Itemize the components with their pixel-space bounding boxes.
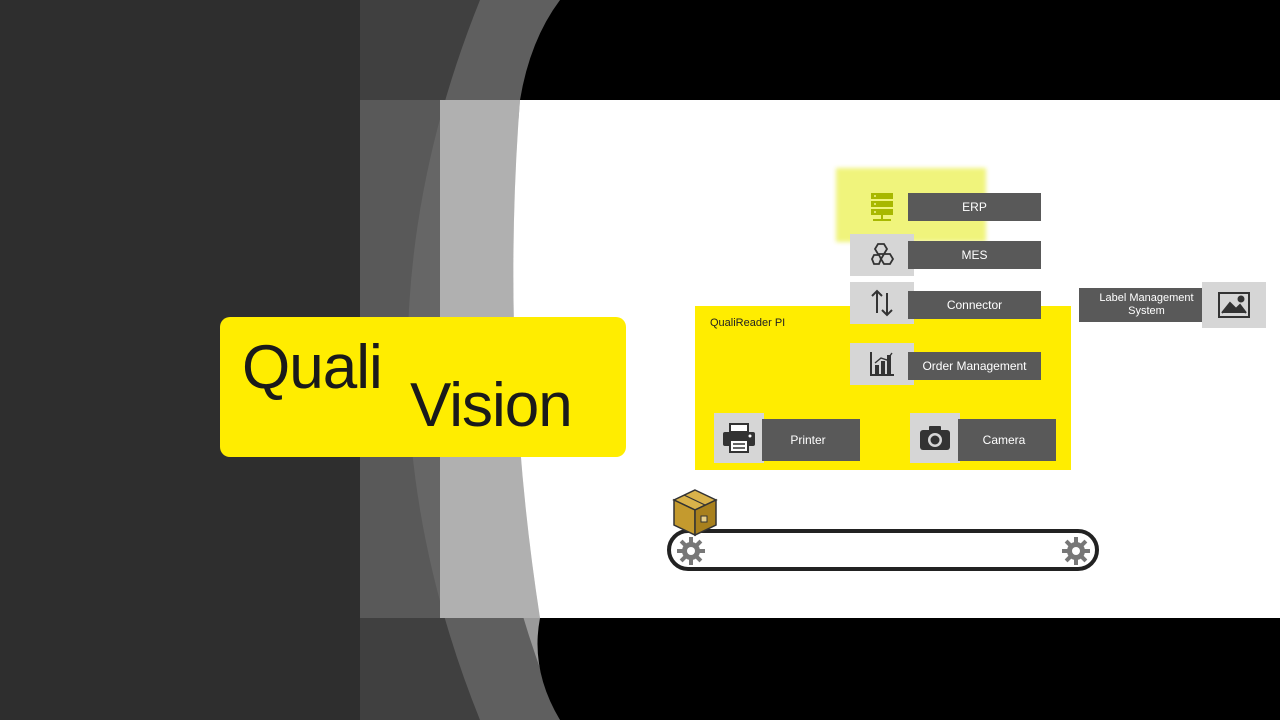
printer-icon <box>714 413 764 463</box>
logo-word-quali: Quali <box>242 333 383 402</box>
printer-box <box>762 419 860 461</box>
package-box-icon <box>672 489 718 537</box>
server-icon <box>850 186 914 228</box>
order-management-box <box>908 352 1041 380</box>
label-management-box <box>1079 288 1214 322</box>
bar-chart-icon <box>850 343 914 385</box>
hexagon-network-icon <box>850 234 914 276</box>
camera-icon <box>910 413 960 463</box>
gear-icon <box>1062 537 1090 565</box>
conveyor-belt <box>667 529 1099 571</box>
qualivision-logo: Quali Vision <box>220 317 626 457</box>
connector-label: Connector <box>946 297 1003 312</box>
erp-label: ERP <box>962 199 987 214</box>
label-management-label: Label Management System <box>1099 291 1194 317</box>
group-label: QualiReader PI <box>710 317 786 329</box>
up-down-arrows-icon <box>850 282 914 324</box>
image-icon <box>1202 282 1266 328</box>
connector-box <box>908 291 1041 319</box>
mes-box <box>908 241 1041 269</box>
logo-word-vision: Vision <box>410 371 573 440</box>
order-management-label: Order Management <box>922 358 1027 373</box>
camera-box <box>958 419 1056 461</box>
printer-label: Printer <box>790 432 826 447</box>
mes-label: MES <box>961 247 988 262</box>
gear-icon <box>677 537 705 565</box>
camera-label: Camera <box>982 432 1026 447</box>
erp-box <box>908 193 1041 221</box>
